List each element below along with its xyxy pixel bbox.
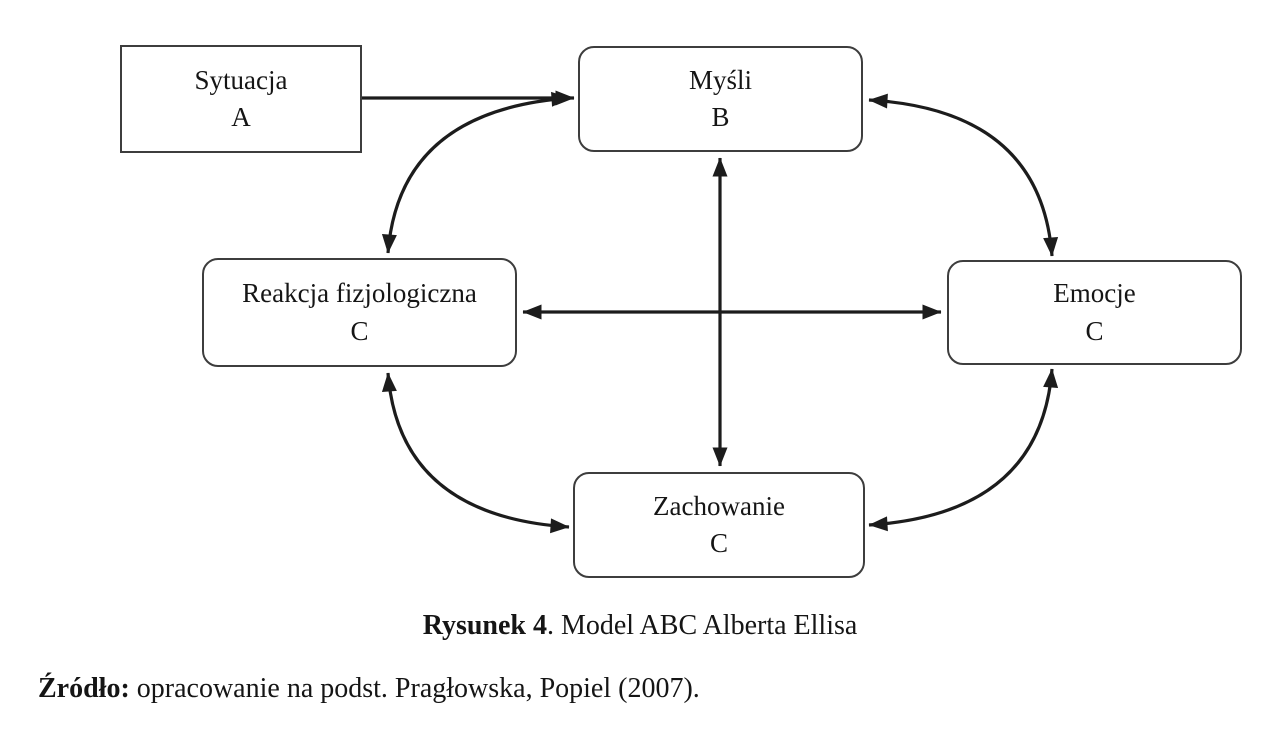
node-emocje: Emocje C	[947, 260, 1242, 365]
node-label: Reakcja fizjologiczna	[242, 278, 477, 309]
figure-source: Źródło: opracowanie na podst. Pragłowska…	[38, 673, 700, 705]
node-mysli: Myśli B	[578, 46, 863, 152]
node-sytuacja: Sytuacja A	[120, 45, 362, 153]
arrow-reakcja-zachowanie	[381, 372, 570, 534]
arrow-emocje-zachowanie	[868, 368, 1059, 532]
figure-caption-title: . Model ABC Alberta Ellisa	[546, 610, 858, 641]
node-label: Emocje	[1053, 278, 1136, 309]
figure-source-label: Źródło:	[38, 673, 130, 704]
arrow-mysli-reakcja	[381, 91, 571, 254]
node-label: Myśli	[688, 64, 753, 95]
figure-caption-number: Rysunek 4	[422, 610, 547, 641]
figure-source-text: opracowanie na podst. Pragłowska, Popiel…	[129, 673, 700, 704]
arrow-mysli-emocje	[868, 93, 1059, 257]
node-letter: A	[231, 102, 251, 132]
node-zachowanie: Zachowanie C	[573, 472, 865, 578]
node-reakcja-fizjologiczna: Reakcja fizjologiczna C	[202, 258, 517, 367]
node-label: Zachowanie	[653, 490, 785, 521]
node-letter: C	[1085, 315, 1104, 346]
node-label: Sytuacja	[194, 64, 288, 95]
figure-caption: Rysunek 4. Model ABC Alberta Ellisa	[0, 610, 1280, 642]
node-letter: C	[350, 315, 369, 346]
node-letter: B	[711, 102, 730, 132]
node-letter: C	[709, 528, 728, 558]
